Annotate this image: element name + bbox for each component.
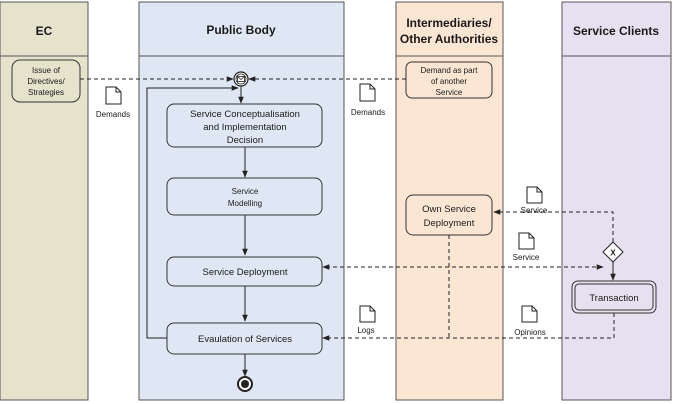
svg-text:Service: Service bbox=[513, 253, 540, 262]
lane-title-intermediaries-line2: Other Authorities bbox=[400, 32, 499, 46]
svg-text:Decision: Decision bbox=[227, 135, 263, 146]
svg-text:Logs: Logs bbox=[357, 326, 374, 335]
svg-text:Transaction: Transaction bbox=[589, 293, 638, 304]
document-opinions: Opinions bbox=[514, 305, 546, 337]
lane-service-clients: Service Clients bbox=[561, 1, 672, 401]
lane-title-service-clients: Service Clients bbox=[573, 24, 659, 38]
node-demand-service: Demand as part of another Service bbox=[405, 61, 493, 99]
svg-text:X: X bbox=[610, 249, 616, 258]
document-service-mid: Service bbox=[513, 232, 540, 262]
flow-evaluation-loop bbox=[146, 85, 239, 339]
node-service-conceptualisation: Service Conceptualisation and Implementa… bbox=[166, 103, 323, 148]
svg-text:Service: Service bbox=[232, 187, 259, 196]
svg-text:Opinions: Opinions bbox=[514, 328, 546, 337]
document-demands-right: Demands bbox=[351, 83, 385, 117]
lane-title-ec: EC bbox=[36, 24, 53, 38]
svg-text:Directives/: Directives/ bbox=[27, 77, 65, 86]
document-demands-left: Demands bbox=[96, 86, 130, 119]
flow-transaction-to-evaluation bbox=[322, 313, 615, 341]
svg-text:Strategies: Strategies bbox=[28, 88, 64, 97]
svg-text:Modelling: Modelling bbox=[228, 199, 262, 208]
end-event bbox=[237, 376, 253, 392]
svg-text:Service: Service bbox=[436, 88, 463, 97]
svg-text:and Implementation: and Implementation bbox=[203, 122, 286, 133]
svg-text:Service: Service bbox=[521, 206, 548, 215]
svg-text:Deployment: Deployment bbox=[424, 218, 475, 229]
node-evaluation-of-services: Evaulation of Services bbox=[166, 322, 323, 355]
flow-gateway-to-own-deployment bbox=[493, 209, 614, 242]
lane-title-intermediaries-line1: Intermediaries/ bbox=[406, 16, 492, 30]
svg-text:Evaulation of Services: Evaulation of Services bbox=[198, 334, 292, 345]
svg-text:Demands: Demands bbox=[96, 110, 130, 119]
node-transaction: Transaction bbox=[571, 280, 657, 314]
node-own-service-deployment: Own Service Deployment bbox=[405, 194, 493, 236]
node-service-deployment: Service Deployment bbox=[166, 256, 323, 287]
start-message-event bbox=[233, 71, 249, 87]
document-logs: Logs bbox=[357, 305, 376, 335]
svg-text:of another: of another bbox=[431, 77, 467, 86]
svg-text:Service Deployment: Service Deployment bbox=[202, 267, 287, 278]
svg-text:Issue of: Issue of bbox=[32, 66, 61, 75]
node-service-modelling: Service Modelling bbox=[166, 177, 323, 216]
svg-text:Own Service: Own Service bbox=[422, 204, 476, 215]
svg-text:Service Conceptualisation: Service Conceptualisation bbox=[190, 109, 300, 120]
node-issue-directives: Issue of Directives/ Strategies bbox=[11, 59, 81, 103]
svg-text:Demands: Demands bbox=[351, 108, 385, 117]
svg-text:Demand as part: Demand as part bbox=[421, 66, 479, 75]
document-service-top: Service bbox=[521, 186, 548, 215]
lane-title-public-body: Public Body bbox=[206, 23, 276, 37]
